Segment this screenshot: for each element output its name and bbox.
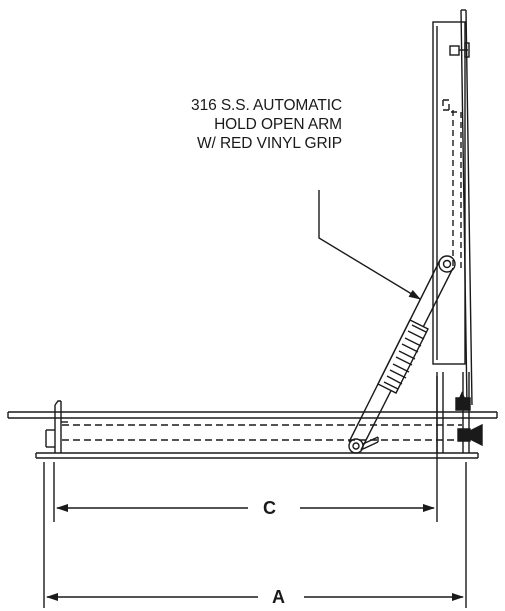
wing-nut-lower [457, 423, 483, 447]
dimension-a-label: A [264, 586, 293, 608]
frame-left-wall [45, 400, 68, 453]
arm-callout-label: 316 S.S. AUTOMATIC HOLD OPEN ARM W/ RED … [110, 96, 342, 153]
frame-bottom-angle [35, 452, 479, 459]
open-cover [432, 9, 473, 406]
top-hinge [449, 42, 470, 58]
frame-flange [7, 411, 498, 419]
dimension-a [43, 462, 467, 608]
dimension-c [53, 376, 438, 522]
callout-leader [318, 190, 421, 300]
dimension-c-label: C [255, 497, 284, 519]
vinyl-grip [377, 319, 429, 394]
callout-line-3: W/ RED VINYL GRIP [197, 135, 342, 152]
callout-line-1: 316 S.S. AUTOMATIC [191, 97, 342, 114]
wing-nut-upper [455, 391, 471, 411]
closed-cover-dashed [62, 424, 462, 441]
cover-channel-dashed [442, 99, 462, 268]
callout-line-2: HOLD OPEN ARM [214, 116, 342, 133]
